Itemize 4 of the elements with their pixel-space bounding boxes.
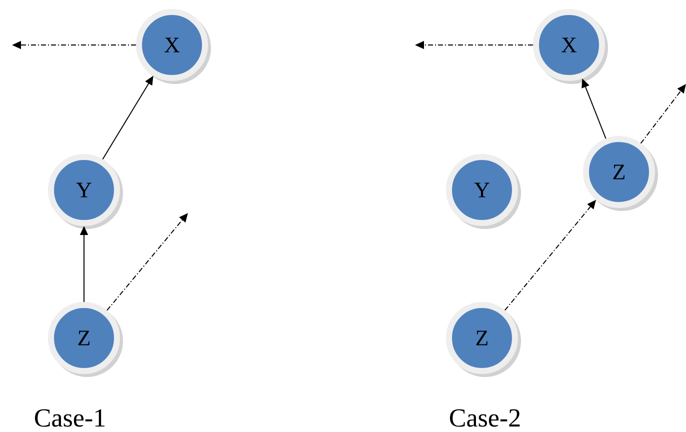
arrow: [106, 213, 188, 311]
case-label: Case-2: [450, 409, 520, 427]
case-label: Case-1: [34, 409, 105, 427]
arrow: [640, 84, 686, 144]
